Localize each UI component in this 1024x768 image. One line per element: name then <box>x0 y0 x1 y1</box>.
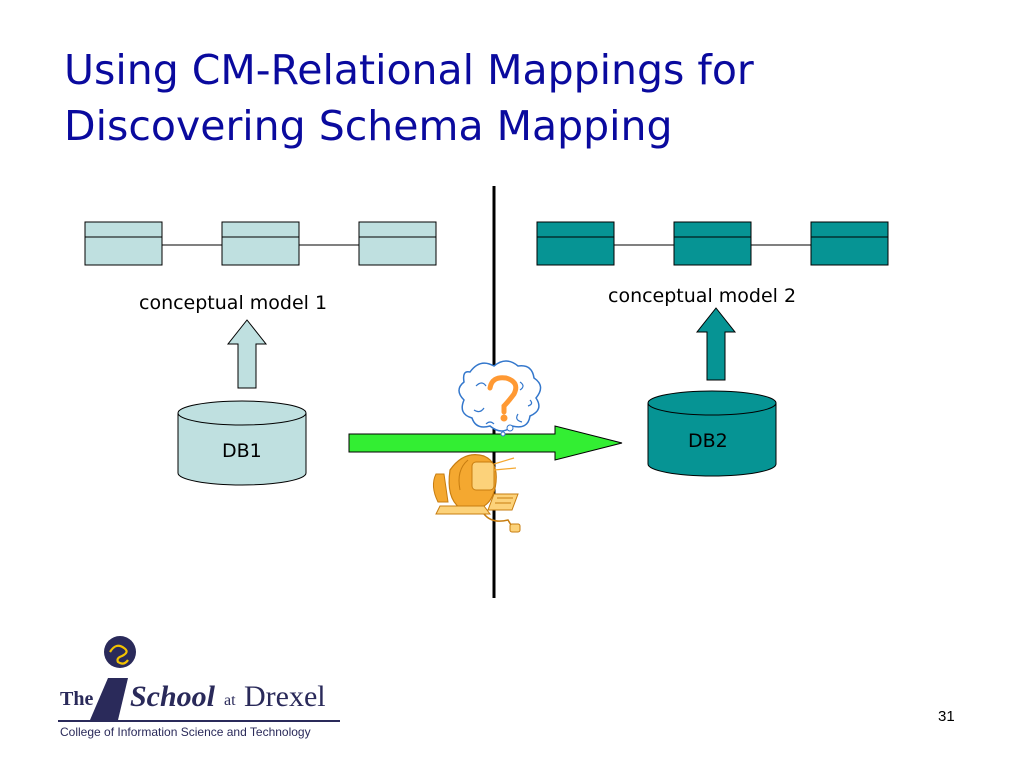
logo-drexel-text: Drexel <box>244 680 326 713</box>
conceptual-model-1-label: conceptual model 1 <box>139 292 328 314</box>
page-number: 31 <box>938 708 955 725</box>
logo-the-text: The <box>60 688 94 710</box>
cm1-entity-3 <box>358 221 437 266</box>
cm1-entity-2 <box>221 221 300 266</box>
person-computer-icon <box>432 454 521 533</box>
logo-rule <box>58 720 340 722</box>
mapping-arrow <box>348 425 623 461</box>
logo-school-text: School <box>130 680 216 713</box>
slide-title-line-1: Using CM-Relational Mappings for <box>64 46 754 94</box>
up-arrow-right <box>695 307 737 381</box>
question-cloud-icon <box>458 360 542 437</box>
db2-cylinder <box>647 390 777 477</box>
cm2-entity-1 <box>536 221 615 266</box>
ischool-drexel-logo: The School at Drexel College of Informat… <box>58 636 358 746</box>
cm1-entity-1 <box>84 221 163 266</box>
slide-title: Using CM-Relational Mappings for Discove… <box>64 42 984 154</box>
up-arrow-left <box>226 319 268 389</box>
logo-at-text: at <box>224 692 236 709</box>
cm2-entity-3 <box>810 221 889 266</box>
logo-tagline: College of Information Science and Techn… <box>60 725 311 739</box>
slide-title-line-2: Discovering Schema Mapping <box>64 102 673 150</box>
conceptual-model-2 <box>536 221 889 266</box>
cm2-entity-2 <box>673 221 752 266</box>
logo-dragon-icon <box>90 636 136 720</box>
db1-cylinder <box>177 400 307 486</box>
conceptual-model-1 <box>84 221 437 266</box>
db2-label: DB2 <box>688 430 728 452</box>
conceptual-model-2-label: conceptual model 2 <box>608 285 797 307</box>
db1-label: DB1 <box>222 440 262 462</box>
